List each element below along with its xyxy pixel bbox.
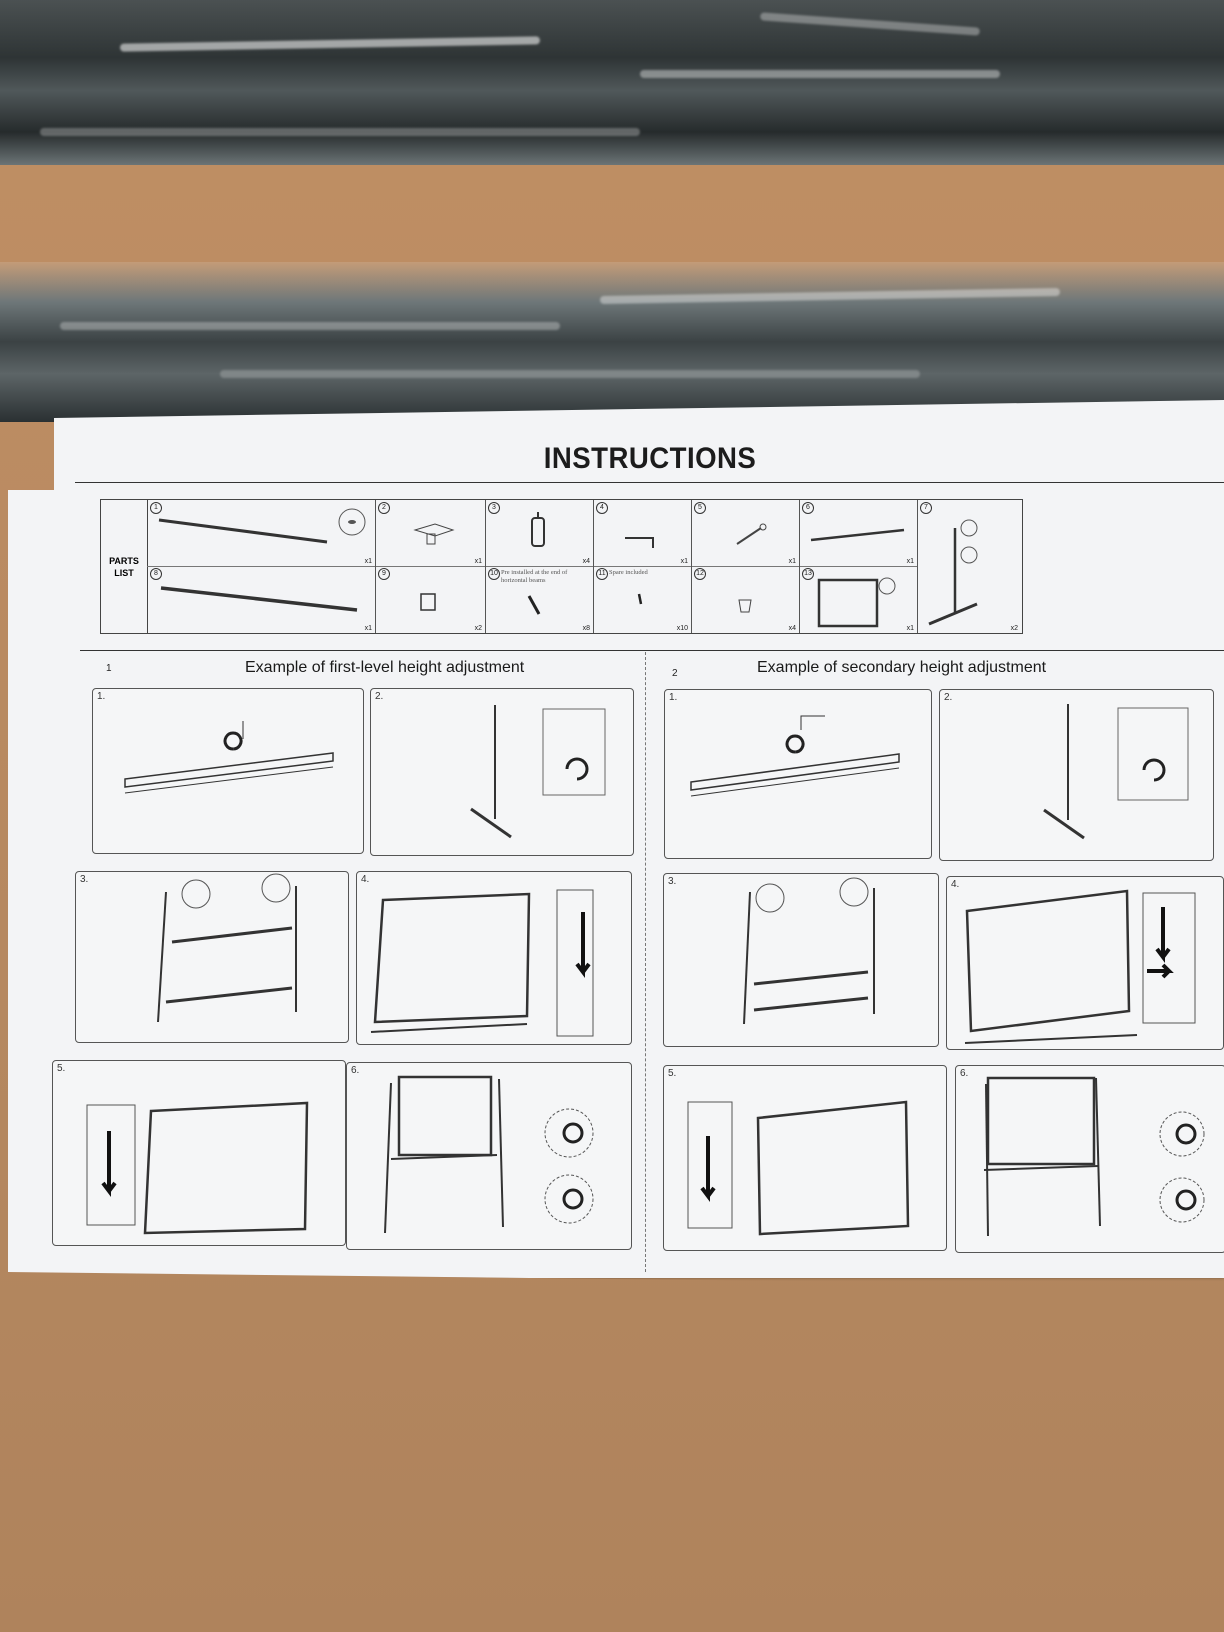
plastic-wrapped-part-bottom (0, 262, 1224, 422)
part-cell-8: 8 x1 (147, 566, 376, 633)
part-cell-10: 10 Pre installed at the end of horizonta… (485, 566, 594, 633)
section-1-number: 1 (106, 663, 112, 674)
plastic-wrapped-part-top (0, 0, 1224, 165)
part-cell-4: 4 x1 (593, 500, 692, 567)
lower-beam-icon (160, 586, 358, 612)
part-qty: x1 (906, 625, 914, 632)
screw-icon (527, 595, 541, 615)
s1-step-3: 3. (75, 871, 349, 1043)
beam-assembly-diagram (690, 715, 900, 797)
part-cell-6: 6 x1 (799, 500, 918, 567)
parts-list-table: PARTS LIST 1 x1 2 x1 3 x4 4 x1 5 x1 6 x1… (100, 499, 1023, 634)
title-rule (75, 482, 1224, 483)
part-qty: x2 (1010, 625, 1018, 632)
end-cap-icon (420, 593, 436, 611)
frame-assembly-diagram (743, 877, 875, 1025)
part-number: 12 (694, 568, 706, 580)
s1-step-1: 1. (92, 688, 364, 854)
part-number: 4 (596, 502, 608, 514)
part-qty: x1 (788, 558, 796, 565)
part-cell-1: 1 x1 (147, 500, 376, 567)
part-cell-11: 11 Spare included x10 (593, 566, 692, 633)
part-note: Pre installed at the end of horizontal b… (501, 569, 568, 584)
part-number: 8 (150, 568, 162, 580)
end-cap-install-diagram (687, 1100, 910, 1236)
part-number: 9 (378, 568, 390, 580)
part-cell-9: 9 x2 (375, 566, 486, 633)
section-2-heading: Example of secondary height adjustment (757, 659, 1047, 676)
s2-step-2: 2. (939, 689, 1214, 861)
wrench-icon (736, 523, 767, 545)
foot-cap-icon (738, 599, 752, 613)
whiteboard-panel-icon (817, 577, 896, 628)
bolt-icon (637, 593, 643, 605)
s2-step-6: 6. (955, 1065, 1224, 1253)
part-qty: x1 (474, 558, 482, 565)
part-cell-3: 3 x4 (485, 500, 594, 567)
s2-step-5: 5. (663, 1065, 947, 1251)
part-number: 2 (378, 502, 390, 514)
part-number: 7 (920, 502, 932, 514)
beam-icon (158, 508, 366, 544)
part-qty: x10 (676, 625, 688, 632)
part-number: 11 (596, 568, 608, 580)
section-1-heading: Example of first-level height adjustment (245, 659, 525, 676)
section-2-number: 2 (672, 668, 678, 679)
part-qty: x1 (906, 558, 914, 565)
part-qty: x1 (680, 558, 688, 565)
parts-list-label: PARTS LIST (101, 500, 148, 633)
s1-step-4: 4. (356, 871, 632, 1045)
caster-wheel-icon (531, 512, 545, 547)
part-cell-13: 13 x1 (799, 566, 918, 633)
upright-assembly-diagram (470, 705, 606, 839)
hex-key-icon (625, 537, 654, 548)
part-note: Spare included (609, 569, 648, 576)
tray-rod-icon (810, 528, 905, 542)
part-qty: x4 (582, 558, 590, 565)
completed-stand-diagram (983, 1076, 1205, 1237)
section-divider (645, 652, 646, 1272)
completed-stand-diagram (384, 1075, 594, 1234)
part-qty: x1 (364, 625, 372, 632)
bracket-icon (413, 523, 455, 545)
beam-assembly-diagram (124, 721, 334, 794)
part-cell-2: 2 x1 (375, 500, 486, 567)
part-qty: x2 (474, 625, 482, 632)
part-qty: x1 (364, 558, 372, 565)
part-number: 3 (488, 502, 500, 514)
upright-assembly-diagram (1043, 704, 1189, 840)
part-number: 13 (802, 568, 814, 580)
s1-step-5: 5. (52, 1060, 346, 1246)
part-cell-12: 12 x4 (691, 566, 800, 633)
instructions-title: INSTRUCTIONS (543, 442, 757, 475)
end-cap-install-diagram (86, 1101, 309, 1235)
part-number: 1 (150, 502, 162, 514)
s2-step-3: 3. (663, 873, 939, 1047)
part-cell-7: 7 x2 (917, 500, 1021, 633)
s2-step-4: 4. (946, 876, 1224, 1050)
part-cell-5: 5 x1 (691, 500, 800, 567)
part-qty: x4 (788, 625, 796, 632)
part-number: 10 (488, 568, 500, 580)
board-mount-diagram (964, 889, 1196, 1044)
section-rule (80, 650, 1224, 651)
frame-assembly-diagram (157, 873, 297, 1023)
upright-stand-icon (928, 519, 978, 626)
s1-step-2: 2. (370, 688, 634, 856)
board-mount-diagram (370, 889, 594, 1037)
s2-step-1: 1. (664, 689, 932, 859)
part-number: 6 (802, 502, 814, 514)
part-number: 5 (694, 502, 706, 514)
part-qty: x8 (582, 625, 590, 632)
s1-step-6: 6. (346, 1062, 632, 1250)
